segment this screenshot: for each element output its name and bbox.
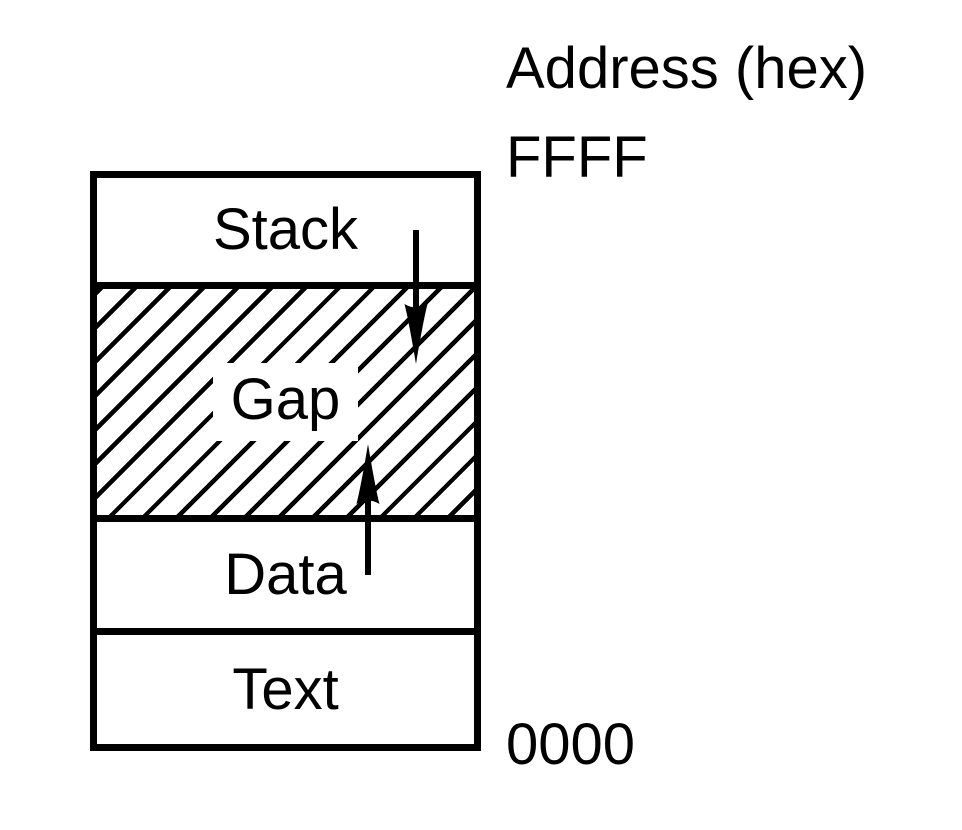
stack-label: Stack <box>212 197 359 262</box>
section-stack: Stack <box>97 178 474 282</box>
data-label: Data <box>224 542 347 607</box>
address-top-value: FFFF <box>506 125 648 190</box>
address-bottom-value: 0000 <box>506 712 636 777</box>
section-text: Text <box>97 628 474 744</box>
axis-title: Address (hex) <box>506 36 868 101</box>
section-data: Data <box>97 515 474 628</box>
text-label: Text <box>232 656 339 722</box>
section-gap: Gap <box>97 282 474 515</box>
memory-box: Stack Gap Data Text <box>90 171 481 751</box>
gap-label: Gap <box>212 363 359 441</box>
